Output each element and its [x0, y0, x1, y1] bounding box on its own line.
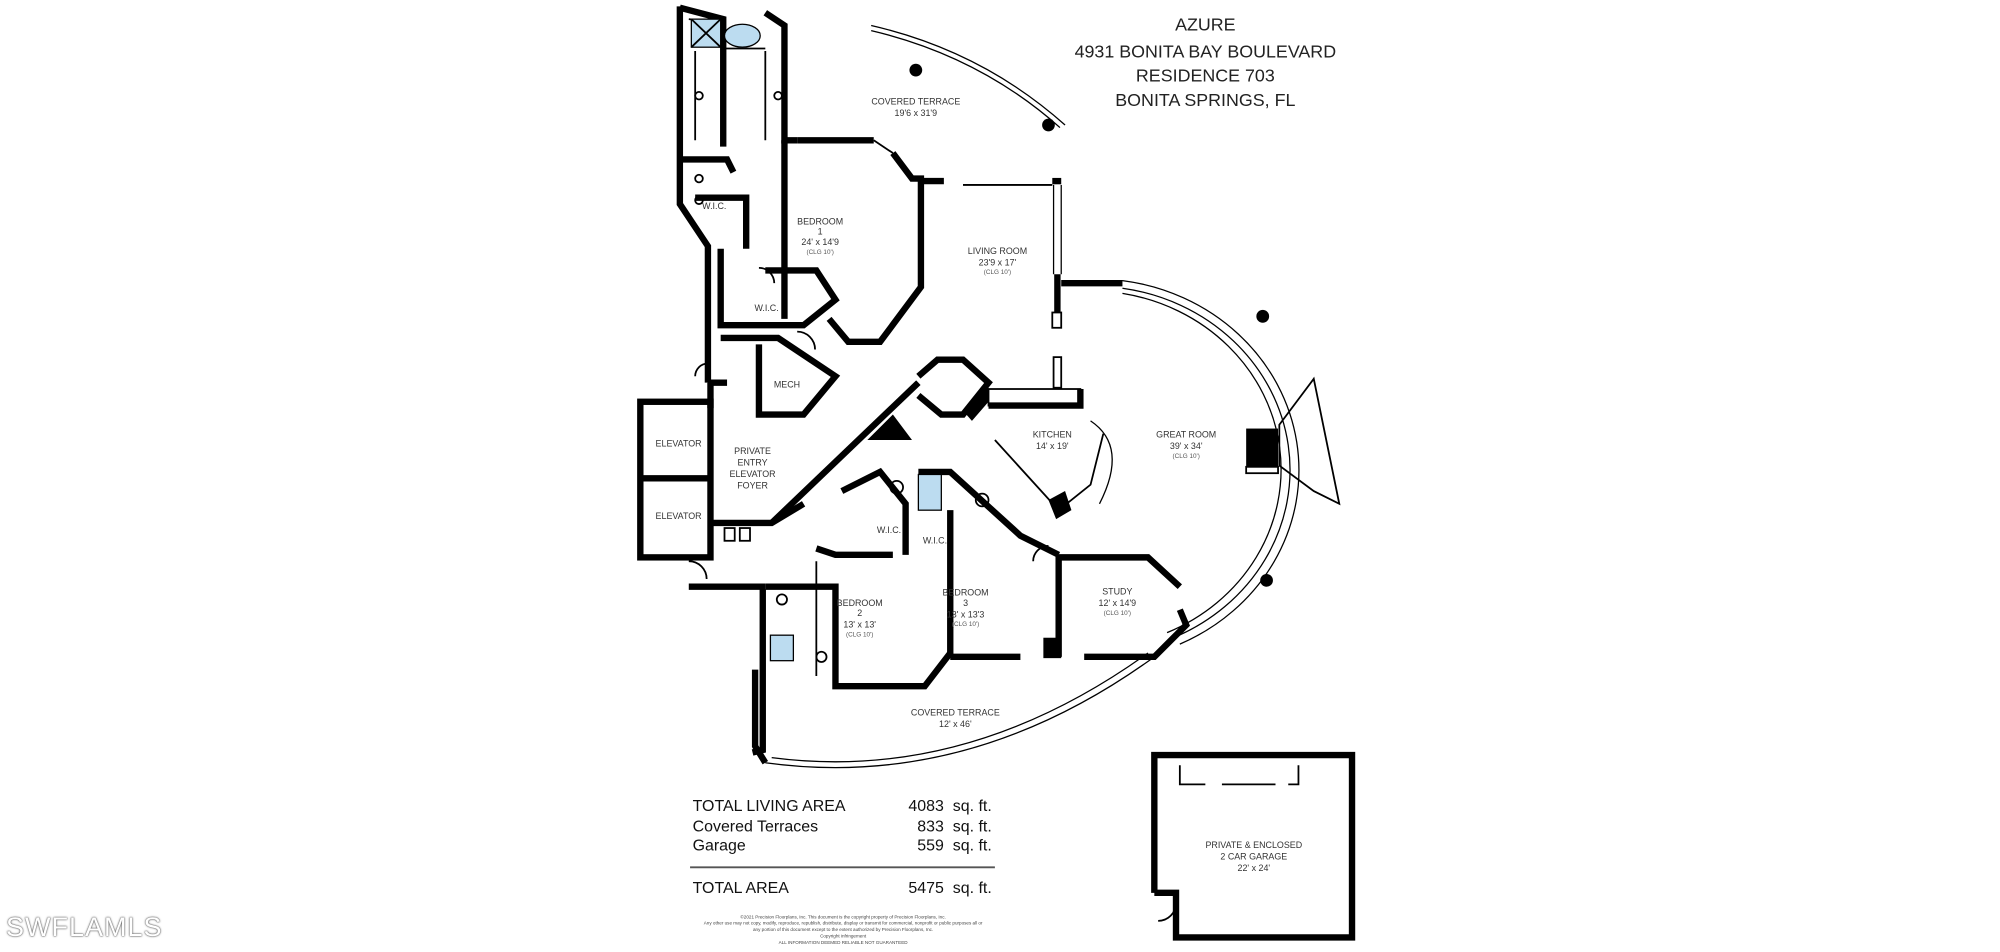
svg-text:4083: 4083: [908, 798, 944, 815]
svg-text:any portion of this document e: any portion of this document except to t…: [753, 927, 933, 932]
svg-text:©2021 Precision Floorplans, In: ©2021 Precision Floorplans, Inc. This do…: [740, 913, 945, 919]
great-room-walls: [1061, 279, 1341, 645]
kitchen-walls: [916, 356, 1113, 520]
svg-text:5475: 5475: [908, 880, 944, 897]
label-living-room: LIVING ROOM: [968, 246, 1027, 256]
svg-text:Covered Terraces: Covered Terraces: [693, 819, 819, 836]
svg-text:Copyright infringement: Copyright infringement: [820, 933, 867, 938]
residence: RESIDENCE 703: [1136, 66, 1275, 86]
mls-watermark: SWFLAMLS: [6, 912, 163, 942]
label-wic-3: W.I.C.: [877, 525, 901, 535]
address: 4931 BONITA BAY BOULEVARD: [1075, 41, 1337, 61]
covered-terrace-bottom: [751, 652, 1155, 769]
svg-text:833: 833: [917, 819, 944, 836]
city: BONITA SPRINGS, FL: [1115, 90, 1295, 110]
master-bath-walls: [676, 4, 798, 383]
svg-text:12' x 14'9: 12' x 14'9: [1099, 598, 1137, 608]
label-bedroom-1: BEDROOM: [797, 216, 843, 226]
label-wic-1: W.I.C.: [702, 201, 726, 211]
area-row: Garage 559 sq. ft.: [693, 838, 992, 855]
svg-text:3: 3: [963, 598, 968, 608]
svg-text:ALL INFORMATION DEEMED RELIABL: ALL INFORMATION DEEMED RELIABLE NOT GUAR…: [779, 940, 909, 945]
svg-text:ELEVATOR: ELEVATOR: [730, 469, 777, 479]
bedroom-1-walls: [707, 137, 925, 418]
bedroom-2-walls: [751, 467, 1061, 756]
svg-text:(CLG 10'): (CLG 10'): [952, 621, 979, 628]
label-great-room: GREAT ROOM: [1156, 429, 1216, 439]
svg-text:Garage: Garage: [693, 838, 746, 855]
foyer-elevators: [637, 362, 921, 590]
svg-text:(CLG 10'): (CLG 10'): [846, 631, 873, 638]
svg-text:22' x 24': 22' x 24': [1238, 863, 1271, 873]
area-row: TOTAL LIVING AREA 4083 sq. ft.: [693, 798, 992, 815]
svg-text:Any other use may not copy, mo: Any other use may not copy, modify, repr…: [704, 921, 983, 926]
label-elevator-2: ELEVATOR: [656, 511, 703, 521]
svg-text:(CLG 10'): (CLG 10'): [984, 269, 1011, 276]
copyright-fineprint: ©2021 Precision Floorplans, Inc. This do…: [704, 913, 983, 945]
svg-text:24' x 14'9: 24' x 14'9: [801, 237, 839, 247]
label-bedroom-2: BEDROOM: [837, 598, 883, 608]
label-terrace-bottom: COVERED TERRACE: [911, 708, 1000, 718]
svg-text:sq. ft.: sq. ft.: [953, 819, 992, 836]
label-elevator-1: ELEVATOR: [656, 438, 703, 448]
svg-text:sq. ft.: sq. ft.: [953, 798, 992, 815]
building-name: AZURE: [1175, 15, 1236, 35]
svg-text:2: 2: [857, 608, 862, 618]
svg-text:ENTRY: ENTRY: [738, 458, 768, 468]
bathtub-fixture: [723, 23, 761, 48]
label-garage: PRIVATE & ENCLOSED: [1205, 840, 1302, 850]
svg-text:sq. ft.: sq. ft.: [953, 838, 992, 855]
bedroom-3-study-walls: [947, 510, 1190, 661]
label-wic-4: W.I.C.: [923, 535, 947, 545]
living-room-walls: [920, 177, 1063, 329]
svg-text:12' x 46': 12' x 46': [939, 719, 972, 729]
svg-text:14' x 19': 14' x 19': [1036, 441, 1069, 451]
svg-text:23'9 x 17': 23'9 x 17': [979, 257, 1017, 267]
area-table: TOTAL LIVING AREA 4083 sq. ft. Covered Ter…: [690, 798, 995, 897]
label-kitchen: KITCHEN: [1033, 429, 1072, 439]
svg-text:13' x 13'3: 13' x 13'3: [947, 609, 985, 619]
covered-terrace-top: [871, 24, 1066, 132]
label-mech: MECH: [774, 380, 800, 390]
svg-text:sq. ft.: sq. ft.: [953, 880, 992, 897]
svg-text:39' x 34': 39' x 34': [1170, 441, 1203, 451]
svg-text:(CLG 10'): (CLG 10'): [1173, 453, 1200, 460]
shower-fixture-3: [917, 473, 942, 511]
svg-text:TOTAL LIVING AREA: TOTAL LIVING AREA: [693, 798, 846, 815]
label-study: STUDY: [1102, 586, 1132, 596]
svg-text:FOYER: FOYER: [737, 480, 768, 490]
svg-text:2 CAR GARAGE: 2 CAR GARAGE: [1220, 852, 1287, 862]
room-labels: COVERED TERRACE 19'6 x 31'9 BEDROOM 1 24…: [656, 97, 1303, 874]
svg-text:TOTAL AREA: TOTAL AREA: [693, 880, 790, 897]
svg-text:13' x 13': 13' x 13': [843, 620, 876, 630]
shower-fixture-2: [769, 634, 795, 662]
label-terrace-top: COVERED TERRACE: [871, 97, 960, 107]
area-row: Covered Terraces 833 sq. ft.: [693, 819, 992, 836]
svg-text:(CLG 10'): (CLG 10'): [1104, 610, 1131, 617]
svg-text:559: 559: [917, 838, 944, 855]
fireplace: [1246, 428, 1279, 467]
label-bedroom-3: BEDROOM: [943, 588, 989, 598]
svg-text:19'6 x 31'9: 19'6 x 31'9: [895, 108, 938, 118]
total-row: TOTAL AREA 5475 sq. ft.: [693, 880, 992, 897]
label-foyer: PRIVATE: [734, 446, 771, 456]
label-wic-2: W.I.C.: [754, 303, 778, 313]
svg-text:(CLG 10'): (CLG 10'): [806, 249, 833, 256]
garage: [1151, 751, 1356, 941]
svg-text:1: 1: [818, 227, 823, 237]
